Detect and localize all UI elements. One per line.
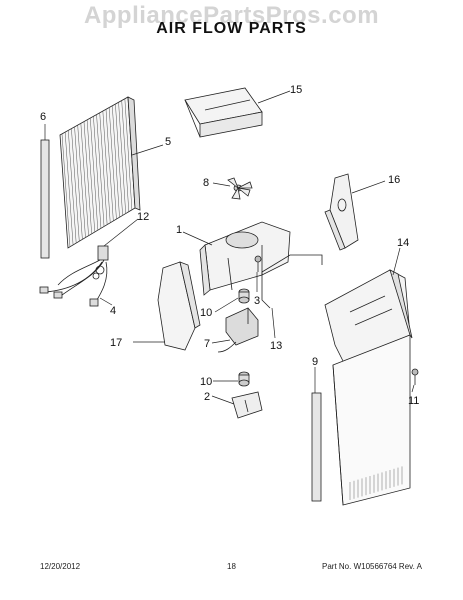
part-6-strip [40, 139, 50, 259]
callout-6: 6 [40, 111, 46, 123]
part-9-strip [311, 392, 322, 502]
part-8-fan-blade [227, 177, 253, 200]
lower-back-panel [332, 334, 411, 506]
part-10-grommet-lower [238, 371, 250, 387]
part-11-screw [411, 368, 419, 385]
page-title: AIR FLOW PARTS [156, 20, 307, 37]
part-17-duct-panel [157, 261, 201, 351]
callout-14: 14 [397, 237, 409, 249]
leader-lines [44, 90, 415, 405]
callout-16: 16 [388, 174, 400, 186]
part-3-screw [254, 255, 262, 272]
callout-1: 1 [176, 224, 182, 236]
callout-4: 4 [110, 305, 116, 317]
callout-12: 12 [137, 211, 149, 223]
footer-part-number: Part No. W10566764 Rev. A [322, 562, 422, 571]
part-10-grommet-upper [238, 288, 250, 304]
callout-17: 17 [110, 337, 122, 349]
footer-date: 12/20/2012 [40, 562, 81, 571]
callout-2: 2 [204, 391, 210, 403]
part-15-duct [184, 87, 263, 138]
callout-10-lower: 10 [200, 376, 212, 388]
part-13-wire-bracket [261, 254, 323, 309]
part-7-fan-motor [217, 307, 259, 353]
part-2-motor-bracket [231, 391, 263, 419]
part-12-wire-harness [39, 245, 109, 307]
callout-15: 15 [290, 84, 302, 96]
part-1-fan-housing [199, 221, 291, 296]
callout-8: 8 [203, 177, 209, 189]
part-5-evaporator-cover [59, 96, 141, 249]
callout-11: 11 [408, 395, 419, 407]
watermark-text: AppliancePartsPros.com [83, 2, 380, 29]
callout-7: 7 [204, 338, 210, 350]
callout-10-upper: 10 [200, 307, 212, 319]
part-16-shroud [324, 173, 359, 251]
callout-3: 3 [254, 295, 260, 307]
callout-labels: 15 6 5 8 16 12 1 14 3 4 10 17 7 13 9 10 … [40, 84, 419, 407]
callout-13: 13 [270, 340, 282, 352]
callout-9: 9 [312, 356, 318, 368]
callout-5: 5 [165, 136, 171, 148]
footer-page-number: 18 [227, 562, 236, 571]
